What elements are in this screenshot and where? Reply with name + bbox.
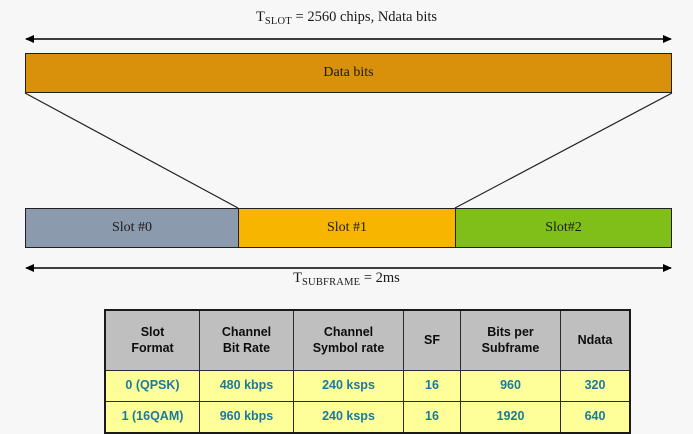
table-header-slot-format-line1: Slot (140, 325, 165, 340)
slot-dimension-subscript: SLOT (264, 15, 292, 27)
slot-bar-0: Slot #0 (25, 208, 239, 248)
slot-format-table: Slot Format Channel Bit Rate Channel Sym… (104, 309, 631, 434)
table-header-row: Slot Format Channel Bit Rate Channel Sym… (104, 309, 631, 371)
cell-sf: 16 (403, 401, 461, 434)
table-header-slot-format-line2: Format (131, 340, 174, 355)
table-row: 1 (16QAM) 960 kbps 240 ksps 16 1920 640 (104, 401, 631, 434)
cell-channel-bit-rate: 960 kbps (199, 401, 294, 434)
table-header-channel-symbol-rate-line1: Channel (323, 325, 374, 340)
cell-slot-format: 1 (16QAM) (104, 401, 200, 434)
table-header-bits-per-subframe-line2: Subframe (481, 340, 540, 355)
table-header-bits-per-subframe: Bits per Subframe (460, 309, 561, 371)
cell-channel-symbol-rate: 240 ksps (293, 370, 404, 402)
data-bits-bar: Data bits (25, 53, 672, 93)
slot-dimension-suffix: = 2560 chips, Ndata bits (291, 9, 438, 25)
slot-dimension-prefix: T (255, 9, 265, 25)
table-header-bits-per-subframe-line1: Bits per (487, 325, 534, 340)
table-header-channel-bit-rate: Channel Bit Rate (199, 309, 294, 371)
subframe-dimension-subscript: SUBFRAME (302, 276, 361, 288)
cell-bits-per-subframe: 960 (460, 370, 561, 402)
subframe-dimension-label: TSUBFRAME = 2ms (0, 270, 693, 288)
subframe-dimension-suffix: = 2ms (360, 270, 400, 286)
slot-bar-1: Slot #1 (238, 208, 456, 248)
cell-ndata: 320 (560, 370, 631, 402)
table-header-sf: SF (403, 309, 461, 371)
cell-sf: 16 (403, 370, 461, 402)
slot-bar-1-label: Slot #1 (326, 220, 368, 235)
slot-bar-2-label: Slot#2 (545, 220, 582, 235)
table-header-channel-symbol-rate-line2: Symbol rate (312, 340, 385, 355)
connector-line-left (24, 92, 239, 209)
cell-channel-symbol-rate: 240 ksps (293, 401, 404, 434)
cell-ndata: 640 (560, 401, 631, 434)
table-header-slot-format: Slot Format (104, 309, 200, 371)
subframe-dimension-prefix: T (293, 270, 303, 286)
slot-dimension-label: TSLOT = 2560 chips, Ndata bits (0, 9, 693, 27)
slot-dimension-arrow (25, 35, 672, 43)
table-row: 0 (QPSK) 480 kbps 240 ksps 16 960 320 (104, 370, 631, 402)
cell-slot-format: 0 (QPSK) (104, 370, 200, 402)
subframe-dimension-arrow (25, 264, 672, 272)
cell-bits-per-subframe: 1920 (460, 401, 561, 434)
table-header-channel-symbol-rate: Channel Symbol rate (293, 309, 404, 371)
table-header-channel-bit-rate-line1: Channel (221, 325, 272, 340)
cell-channel-bit-rate: 480 kbps (199, 370, 294, 402)
slot-bar-0-label: Slot #0 (111, 220, 153, 235)
connector-line-right (454, 92, 673, 209)
table-header-ndata: Ndata (560, 309, 631, 371)
slot-bar-2: Slot#2 (455, 208, 672, 248)
table-header-channel-bit-rate-line2: Bit Rate (222, 340, 271, 355)
table-header-ndata-line1: Ndata (577, 332, 613, 347)
data-bits-label: Data bits (323, 65, 374, 80)
table-header-sf-line1: SF (424, 332, 440, 347)
